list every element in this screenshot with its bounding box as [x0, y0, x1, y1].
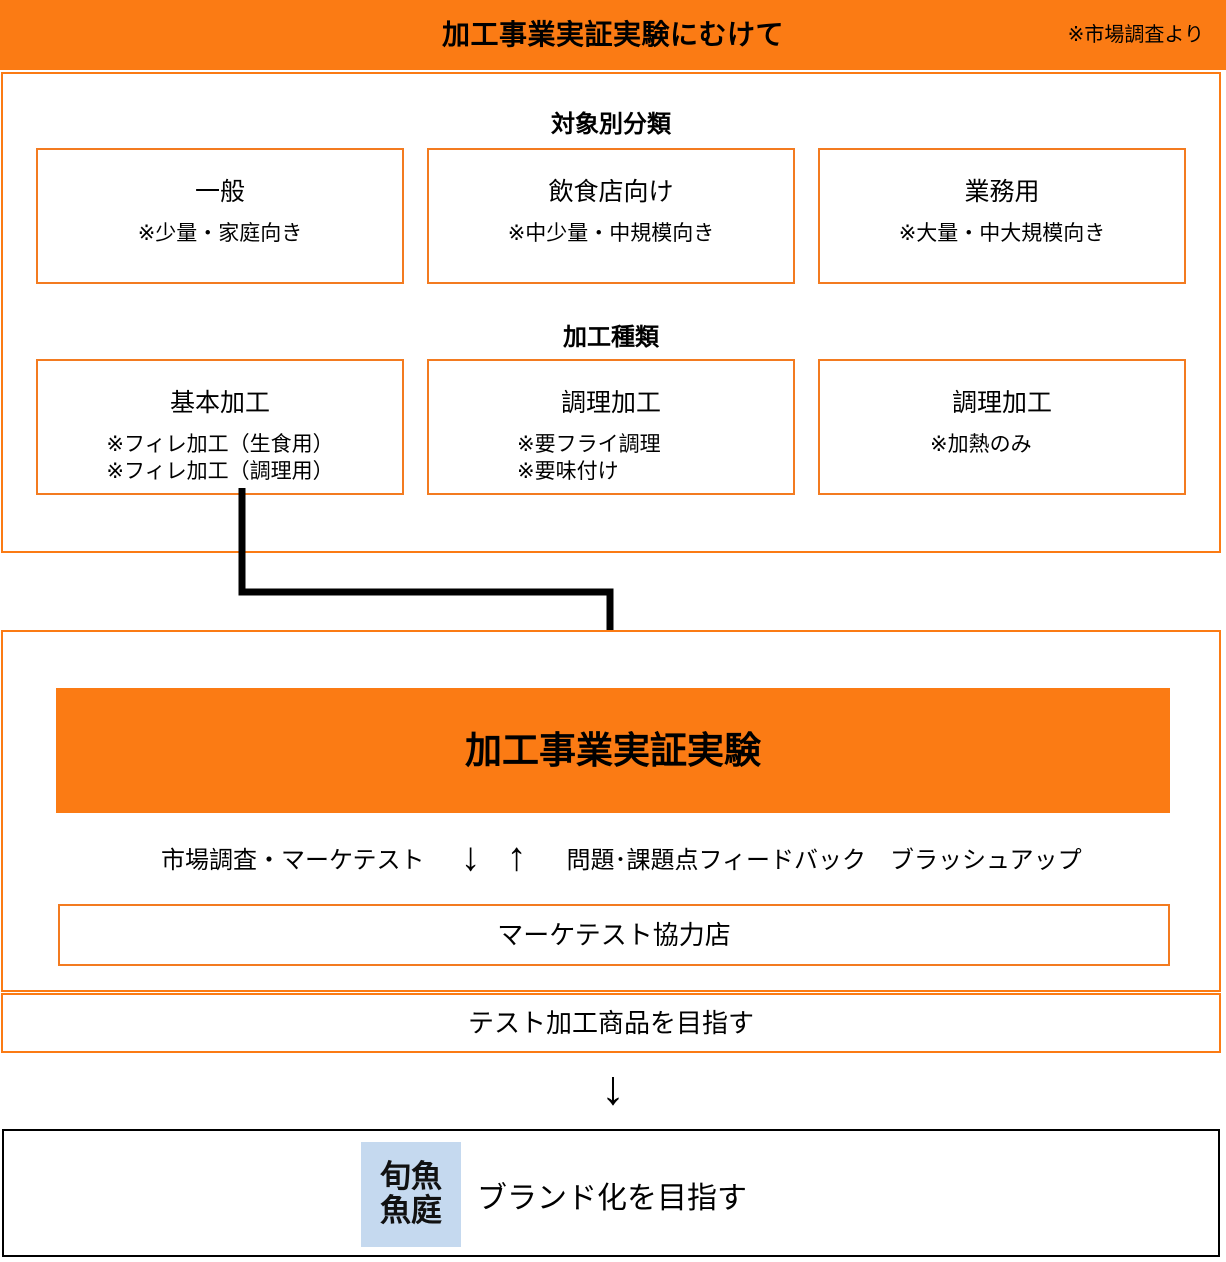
page-title: 加工事業実証実験にむけて — [441, 19, 784, 50]
card-cooked-processing-heat-title: 調理加工 — [951, 389, 1052, 417]
arrow-down-icon: ↓ — [460, 835, 481, 879]
arrow-down-icon-goal: ↓ — [601, 1062, 625, 1115]
brand-logo-icon: 旬魚 魚庭 — [361, 1142, 461, 1247]
card-cooked-processing-heat-sub: ※加熱のみ — [820, 431, 1184, 458]
card-basic-processing-sub-line2: ※フィレ加工（調理用） — [106, 460, 334, 484]
process-card-row: 基本加工 ※フィレ加工（生食用） ※フィレ加工（調理用） 調理加工 ※要フライ調… — [36, 359, 1186, 495]
card-restaurant: 飲食店向け ※中少量・中規模向き — [427, 148, 795, 284]
brand-inner-group: 旬魚 魚庭 ブランド化を目指す — [361, 1142, 747, 1247]
partner-store-label: マーケテスト協力店 — [497, 920, 731, 950]
flow-arrow-pair: ↓ ↑ — [461, 837, 527, 877]
card-commercial-sub: ※大量・中大規模向き — [898, 222, 1106, 245]
brand-logo-line-2: 魚庭 — [380, 1192, 442, 1229]
flow-right-label: 問題･課題点フィードバック ブラッシュアップ — [566, 846, 1082, 874]
card-cooked-processing-fry-sub-line2: ※要味付け — [517, 460, 619, 484]
card-restaurant-title: 飲食店向け — [548, 178, 674, 206]
experiment-banner-label: 加工事業実証実験 — [465, 730, 761, 771]
card-cooked-processing-heat: 調理加工 ※加熱のみ — [818, 359, 1186, 495]
card-cooked-processing-fry-title: 調理加工 — [560, 389, 661, 417]
brand-goal-label: ブランド化を目指す — [477, 1181, 747, 1215]
card-cooked-processing-heat-sub-line1: ※加熱のみ — [930, 433, 1032, 456]
card-basic-processing: 基本加工 ※フィレ加工（生食用） ※フィレ加工（調理用） — [36, 359, 404, 495]
card-cooked-processing-fry: 調理加工 ※要フライ調理 ※要味付け — [427, 359, 795, 495]
header-source-note: ※市場調査より — [1067, 24, 1204, 46]
heading-target-classification: 対象別分類 — [551, 111, 671, 138]
test-product-goal-panel: テスト加工商品を目指す — [1, 993, 1221, 1053]
card-commercial: 業務用 ※大量・中大規模向き — [818, 148, 1186, 284]
test-product-goal-label: テスト加工商品を目指す — [467, 1008, 754, 1038]
card-restaurant-sub: ※中少量・中規模向き — [507, 222, 715, 245]
card-general: 一般 ※少量・家庭向き — [36, 148, 404, 284]
goal-arrow-container: ↓ — [0, 1058, 1226, 1120]
card-general-title: 一般 — [194, 178, 245, 206]
brand-panel: 旬魚 魚庭 ブランド化を目指す — [2, 1129, 1220, 1257]
experiment-panel: 加工事業実証実験 市場調査・マーケテスト ↓ ↑ 問題･課題点フィードバック ブ… — [1, 630, 1221, 992]
card-commercial-title: 業務用 — [964, 178, 1040, 206]
card-basic-processing-sub: ※フィレ加工（生食用） ※フィレ加工（調理用） — [38, 431, 402, 486]
brand-logo-line-1: 旬魚 — [380, 1159, 442, 1196]
flow-left-label: 市場調査・マーケテスト — [161, 846, 425, 874]
card-basic-processing-title: 基本加工 — [169, 389, 270, 417]
partner-store-box: マーケテスト協力店 — [58, 904, 1170, 966]
feedback-flow-row: 市場調査・マーケテスト ↓ ↑ 問題･課題点フィードバック ブラッシュアップ — [56, 827, 1170, 887]
experiment-banner: 加工事業実証実験 — [56, 688, 1170, 813]
card-general-sub: ※少量・家庭向き — [137, 222, 303, 245]
card-basic-processing-sub-line1: ※フィレ加工（生食用） — [106, 433, 334, 456]
heading-process-type: 加工種類 — [563, 324, 659, 351]
header-banner: 加工事業実証実験にむけて ※市場調査より — [0, 0, 1226, 70]
classification-panel: 対象別分類 一般 ※少量・家庭向き 飲食店向け ※中少量・中規模向き 業務用 ※… — [1, 72, 1221, 553]
card-cooked-processing-fry-sub: ※要フライ調理 ※要味付け — [429, 431, 793, 486]
arrow-up-icon: ↑ — [506, 835, 527, 879]
target-card-row: 一般 ※少量・家庭向き 飲食店向け ※中少量・中規模向き 業務用 ※大量・中大規… — [36, 148, 1186, 284]
card-cooked-processing-fry-sub-line1: ※要フライ調理 — [517, 433, 661, 456]
